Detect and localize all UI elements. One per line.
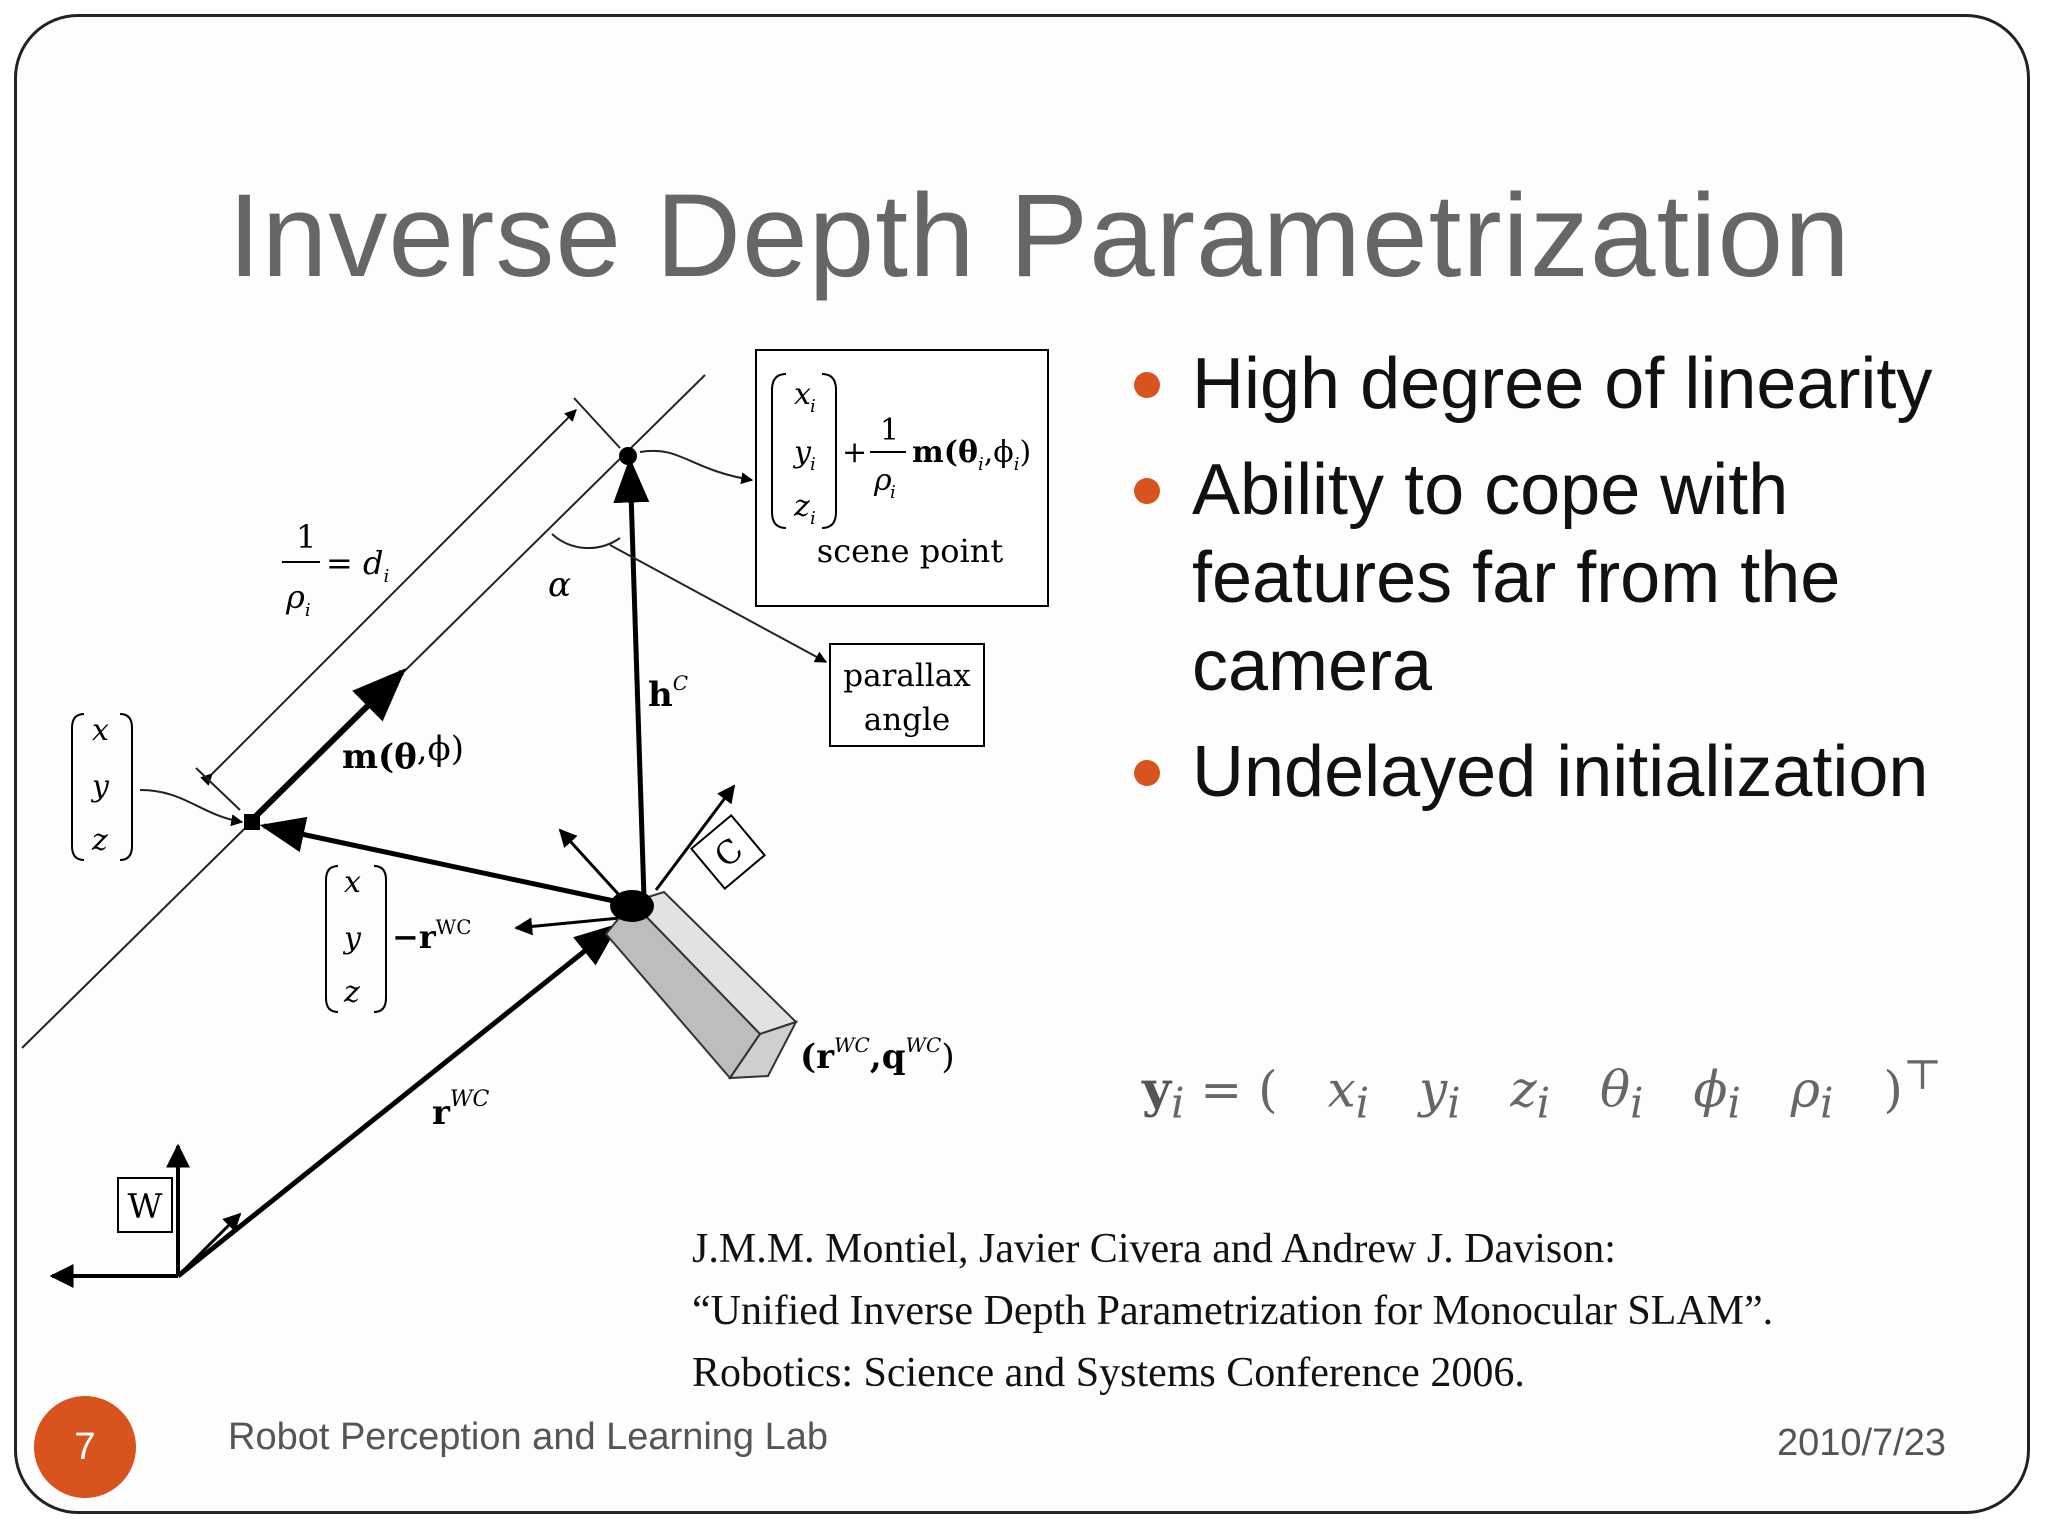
bullet-text: Ability to cope with features far from t… <box>1192 450 1841 706</box>
formula-term: ρ <box>1790 1060 1821 1119</box>
state-vector-formula: yi = ( xi yi zi θi ϕi ρi )⊤ <box>1142 1050 1942 1128</box>
formula-lhs: y <box>1142 1059 1172 1119</box>
citation: J.M.M. Montiel, Javier Civera and Andrew… <box>692 1218 1773 1404</box>
camera-frame-box: C <box>689 813 767 891</box>
m-label: m(θ,ϕ) <box>342 729 464 777</box>
inverse-depth-diagram: C W x y z i i i + 1 ρ i m(θi,ϕi) scene p… <box>21 349 1049 1288</box>
formula-equals: = ( <box>1200 1060 1278 1119</box>
page-number-badge: 7 <box>34 1396 136 1498</box>
scene-frac-den: ρ <box>873 463 892 498</box>
left-vector-z: z <box>91 823 108 858</box>
parallax-box <box>829 643 985 747</box>
feature-leader <box>139 789 244 827</box>
formula-term: y <box>1418 1060 1448 1119</box>
world-axis-z <box>176 1212 242 1278</box>
mid-vector-z: z <box>343 975 360 1010</box>
citation-line: “Unified Inverse Depth Parametrization f… <box>692 1288 1774 1334</box>
formula-term-sub: i <box>1820 1078 1834 1128</box>
depth-rhs: = di <box>326 544 389 587</box>
left-vector-bracket-right <box>119 713 133 861</box>
bullet-dot-icon <box>1134 760 1160 786</box>
hc-label: hC <box>648 671 688 715</box>
bullet-dot-icon <box>1134 372 1160 398</box>
formula-term-sub: i <box>1355 1078 1370 1128</box>
parallax-label-line2: angle <box>864 702 951 738</box>
left-vector-x: x <box>92 713 109 748</box>
scene-point <box>619 447 637 465</box>
camera-axis-left <box>514 916 621 936</box>
mid-vector-x: x <box>344 865 361 900</box>
formula-lhs-sub: i <box>1171 1078 1185 1128</box>
footer-date: 2010/7/23 <box>1776 1422 1946 1464</box>
rwc-label: rWC <box>432 1087 490 1133</box>
formula-term-sub: i <box>1536 1078 1551 1128</box>
footer-lab-name: Robot Perception and Learning Lab <box>228 1416 829 1458</box>
scene-direction: m(θi,ϕi) <box>912 435 1031 475</box>
scene-frac-num: 1 <box>880 413 899 448</box>
camera-pose-label: (rWC,qWC) <box>800 1033 955 1077</box>
alpha-arc <box>551 533 621 550</box>
bullet-text: High degree of linearity <box>1192 344 1933 424</box>
camera-to-feature-vector <box>259 816 629 907</box>
scene-vector-y: y <box>792 435 812 470</box>
citation-line: J.M.M. Montiel, Javier Civera and Andrew… <box>692 1226 1616 1272</box>
camera-box-end <box>728 1020 799 1080</box>
minus-rwc-label: −rWC <box>392 915 472 956</box>
scene-vector-bracket-left <box>771 373 787 529</box>
mid-vector-y: y <box>342 921 362 956</box>
formula-term: z <box>1510 1060 1537 1119</box>
scene-vector-sub-z: i <box>810 508 816 529</box>
scene-vector-sub-x: i <box>810 396 816 417</box>
bullet-item: Undelayed initialization <box>1130 728 1990 816</box>
feature-point <box>244 814 260 830</box>
formula-term-sub: i <box>1727 1078 1741 1128</box>
scene-vector-x: x <box>794 377 811 412</box>
world-frame-box <box>117 1177 173 1233</box>
world-frame-label: W <box>128 1187 163 1227</box>
formula-close: ) <box>1883 1060 1903 1119</box>
scene-plus: + <box>842 435 867 470</box>
scene-frac-den-sub: i <box>890 482 896 503</box>
scene-point-label: scene point <box>817 532 1004 570</box>
scene-point-box <box>755 349 1049 607</box>
bullet-item: Ability to cope with features far from t… <box>1130 446 1990 710</box>
depth-frac-num: 1 <box>296 518 316 556</box>
depth-tick-end <box>573 397 621 449</box>
bullet-dot-icon <box>1134 478 1160 504</box>
citation-line: Robotics: Science and Systems Conference… <box>692 1350 1525 1396</box>
left-vector-y: y <box>90 769 110 804</box>
parallax-label-line1: parallax <box>843 658 971 694</box>
parallax-leader <box>609 544 828 663</box>
camera-axis-back <box>558 828 622 898</box>
camera-lens <box>610 890 654 922</box>
scene-point-leader <box>639 449 754 485</box>
formula-term: ϕ <box>1693 1060 1728 1119</box>
direction-vector-m <box>251 668 406 821</box>
formula-term: x <box>1327 1060 1356 1119</box>
formula-term: θ <box>1600 1060 1631 1119</box>
formula-transpose: ⊤ <box>1902 1050 1943 1099</box>
slide-title: Inverse Depth Parametrization <box>228 170 1851 302</box>
formula-term-sub: i <box>1630 1078 1644 1128</box>
scene-vector-sub-y: i <box>810 454 816 475</box>
depth-dimension-line <box>200 409 577 786</box>
formula-term-sub: i <box>1447 1078 1461 1128</box>
rwc-vector <box>176 923 620 1278</box>
left-vector-bracket-left <box>71 713 85 861</box>
scene-vector-z: z <box>793 489 810 524</box>
camera-axis-up <box>654 784 736 891</box>
depth-frac-den: ρi <box>285 578 311 621</box>
alpha-label: α <box>548 565 571 605</box>
mid-vector-bracket-left <box>325 865 339 1013</box>
bullet-list: High degree of linearity Ability to cope… <box>1130 340 1990 834</box>
mid-vector-bracket-right <box>373 865 387 1013</box>
bullet-text: Undelayed initialization <box>1192 732 1929 812</box>
bullet-item: High degree of linearity <box>1130 340 1990 428</box>
hc-vector <box>613 457 650 899</box>
scene-vector-bracket-right <box>821 373 837 529</box>
depth-tick-start <box>195 767 241 811</box>
